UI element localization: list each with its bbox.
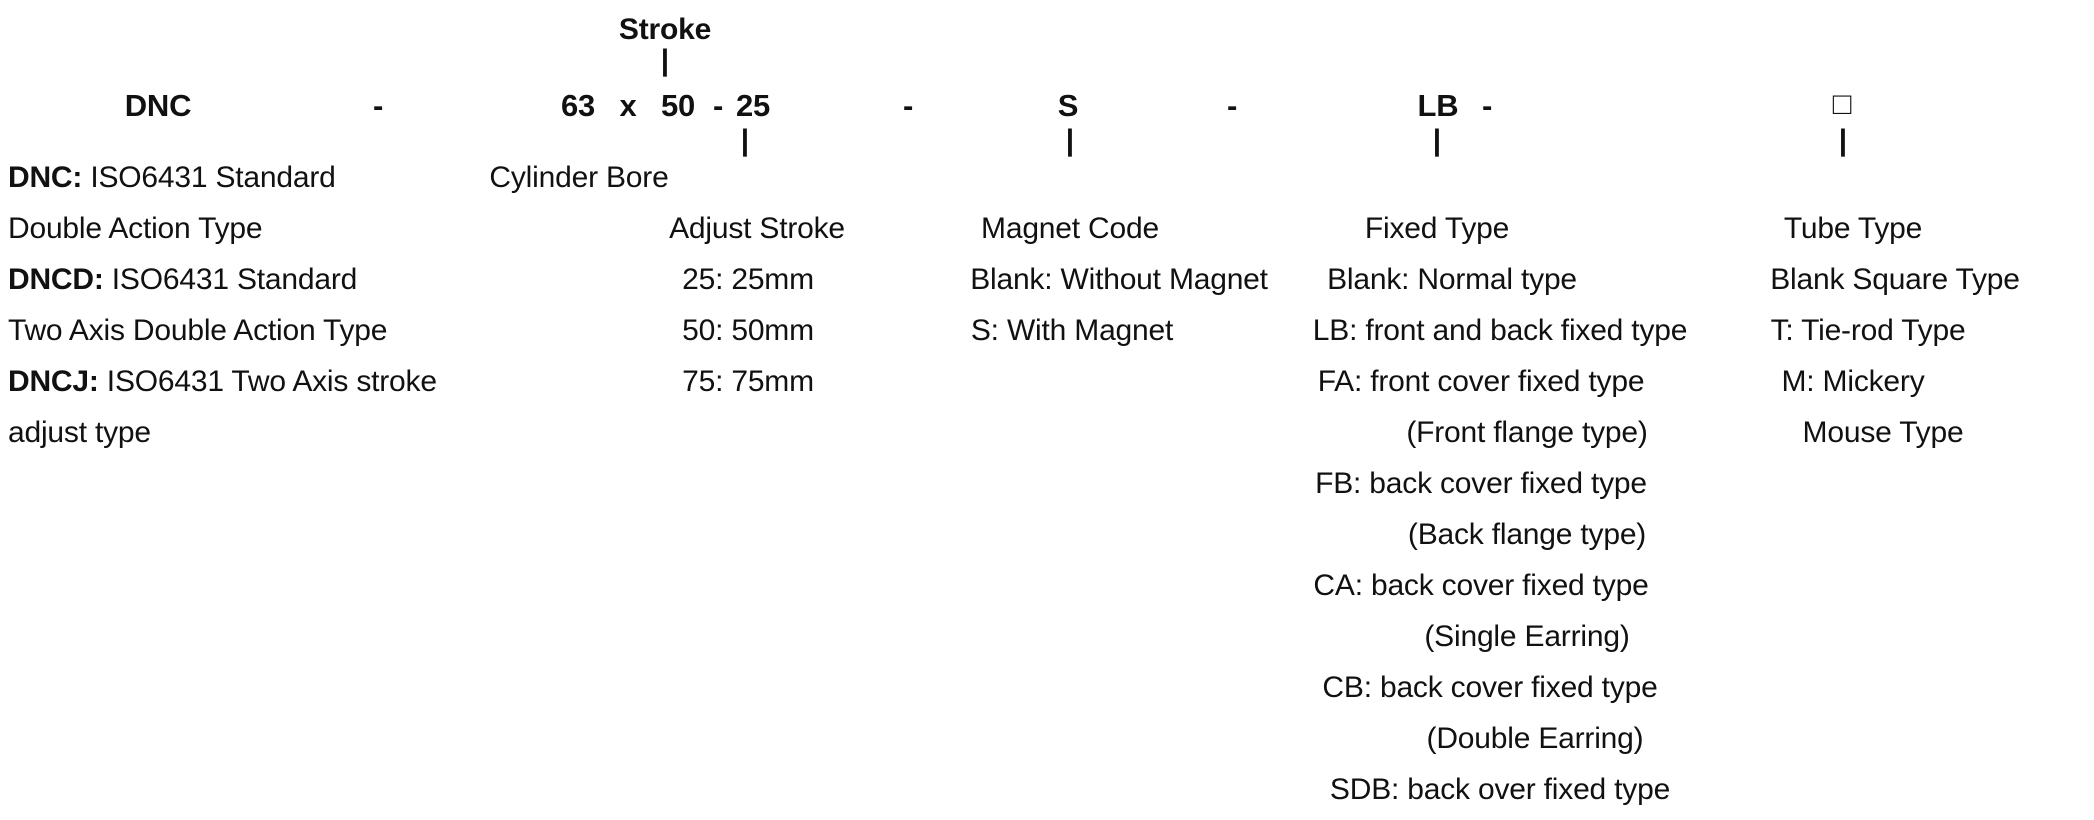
fixed-type-option-4: FB: back cover fixed type <box>1315 467 1647 500</box>
adjust-stroke-option-1: 25: 25mm <box>682 263 814 296</box>
fixed-type-option-2: LB: front and back fixed type <box>1312 314 1688 347</box>
connector-tick-tube-type: | <box>1838 124 1848 157</box>
cylinder-bore-header: Cylinder Bore <box>489 161 669 194</box>
fixed-type-option-3: FA: front cover fixed type <box>1317 365 1645 398</box>
tube-type-header: Tube Type <box>1783 212 1923 245</box>
tube-type-option-2: T: Tie-rod Type <box>1770 314 1966 347</box>
fixed-type-option-6: CB: back cover fixed type <box>1322 671 1658 704</box>
order-code-tube-type-placeholder: □ <box>1832 86 1852 121</box>
connector-tick-adjust-stroke: | <box>740 124 750 157</box>
order-code-multiply-sign: x <box>619 88 637 123</box>
magnet-code-header: Magnet Code <box>981 212 1159 245</box>
adjust-stroke-header: Adjust Stroke <box>669 212 845 245</box>
order-code-separator-3: - <box>1226 88 1238 123</box>
series-line-6: adjust type <box>8 407 151 459</box>
series-line-1-text: ISO6431 Standard <box>82 161 336 194</box>
fixed-type-option-7: SDB: back over fixed type <box>1329 773 1671 806</box>
series-line-5-text: ISO6431 Two Axis stroke <box>98 365 437 398</box>
series-line-1-code: DNC: <box>8 161 83 194</box>
adjust-stroke-option-3: 75: 75mm <box>682 365 814 398</box>
order-code-fixed-type: LB <box>1417 88 1459 123</box>
order-code-series: DNC <box>124 88 192 123</box>
series-line-6-text: adjust type <box>8 416 151 449</box>
order-code-magnet: S <box>1057 88 1079 123</box>
stroke-callout-tick: | <box>660 44 670 77</box>
stroke-callout-label: Stroke <box>618 13 712 46</box>
order-code-separator-4: - <box>1481 88 1493 123</box>
fixed-type-option-1: Blank: Normal type <box>1327 263 1577 296</box>
fixed-type-option-5: CA: back cover fixed type <box>1313 569 1649 602</box>
fixed-type-option-5-note: (Single Earring) <box>1424 620 1630 653</box>
adjust-stroke-option-2: 50: 50mm <box>682 314 814 347</box>
connector-tick-fixed-type: | <box>1432 124 1442 157</box>
order-code-separator-2: - <box>902 88 914 123</box>
connector-tick-magnet-code: | <box>1065 124 1075 157</box>
series-line-4: Two Axis Double Action Type <box>8 305 387 357</box>
order-code-bore: 63 <box>560 88 596 123</box>
series-line-2-text: Double Action Type <box>8 212 263 245</box>
series-line-1: DNC: ISO6431 Standard <box>8 152 336 204</box>
fixed-type-option-3-note: (Front flange type) <box>1406 416 1648 449</box>
series-line-5: DNCJ: ISO6431 Two Axis stroke <box>8 356 437 408</box>
magnet-code-option-2: S: With Magnet <box>970 314 1174 347</box>
order-code-separator-inner: - <box>712 88 724 123</box>
tube-type-option-3-note: Mouse Type <box>1802 416 1964 449</box>
series-line-3-text: ISO6431 Standard <box>103 263 358 296</box>
order-code-adjust-stroke: 25 <box>735 88 771 123</box>
series-line-2: Double Action Type <box>8 203 263 255</box>
tube-type-option-3: M: Mickery <box>1781 365 1925 398</box>
fixed-type-header: Fixed Type <box>1364 212 1510 245</box>
series-line-3: DNCD: ISO6431 Standard <box>8 254 357 306</box>
series-line-3-code: DNCD: <box>8 263 104 296</box>
magnet-code-option-1: Blank: Without Magnet <box>970 263 1268 296</box>
tube-type-option-1: Blank Square Type <box>1770 263 2020 296</box>
fixed-type-option-6-note: (Double Earring) <box>1426 722 1644 755</box>
order-code-separator-1: - <box>372 88 384 123</box>
series-line-5-code: DNCJ: <box>8 365 99 398</box>
fixed-type-option-4-note: (Back flange type) <box>1407 518 1647 551</box>
order-code-stroke: 50 <box>660 88 696 123</box>
series-line-4-text: Two Axis Double Action Type <box>8 314 388 347</box>
